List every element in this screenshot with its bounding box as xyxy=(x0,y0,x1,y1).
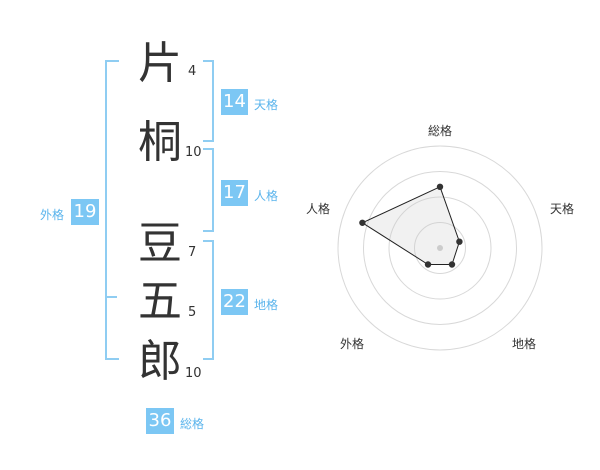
stroke-count-5: 10 xyxy=(185,366,202,381)
chikaku-bracket xyxy=(203,240,214,360)
soukaku-label: 総格 xyxy=(180,417,205,431)
jinkaku-bracket xyxy=(203,148,214,232)
tenkaku-bracket xyxy=(203,60,214,142)
tenkaku-label: 天格 xyxy=(254,98,279,112)
name-char-4: 五 xyxy=(138,276,182,327)
gaikaku-value: 19 xyxy=(71,199,99,225)
radar-label-tenkaku: 天格 xyxy=(549,202,574,216)
radar-point xyxy=(456,238,463,245)
radar-label-gaikaku: 外格 xyxy=(339,337,364,351)
radar-ring xyxy=(414,222,466,274)
radar-point xyxy=(436,183,444,190)
name-char-2: 桐 xyxy=(138,117,182,168)
chikaku-value: 22 xyxy=(221,289,248,315)
stroke-count-1: 4 xyxy=(188,64,197,79)
chikaku-label: 地格 xyxy=(254,298,279,312)
stroke-count-2: 10 xyxy=(185,145,202,160)
radar-point xyxy=(359,219,366,226)
radar-ring xyxy=(337,145,543,351)
gaikaku-label: 外格 xyxy=(40,208,65,222)
name-char-1: 片 xyxy=(138,38,182,89)
jinkaku-value: 17 xyxy=(221,180,248,206)
radar-ring xyxy=(363,171,517,325)
radar-label-jinkaku: 人格 xyxy=(305,202,330,216)
gaikaku-bracket-mid-tick xyxy=(105,296,117,298)
stroke-count-4: 5 xyxy=(188,305,197,320)
jinkaku-label: 人格 xyxy=(254,189,279,203)
name-char-3: 豆 xyxy=(138,218,182,269)
radar-point xyxy=(448,261,456,268)
stroke-count-3: 7 xyxy=(188,245,197,260)
radar-label-chikaku: 地格 xyxy=(511,337,536,351)
gaikaku-bracket xyxy=(105,60,119,360)
radar-polygon xyxy=(361,186,460,266)
radar-point xyxy=(424,261,432,268)
radar-center-dot xyxy=(437,245,443,251)
soukaku-value: 36 xyxy=(146,408,174,434)
tenkaku-value: 14 xyxy=(221,89,248,115)
radar-label-soukaku: 総格 xyxy=(427,124,452,138)
name-char-5: 郎 xyxy=(138,336,182,387)
radar-ring xyxy=(388,196,492,300)
